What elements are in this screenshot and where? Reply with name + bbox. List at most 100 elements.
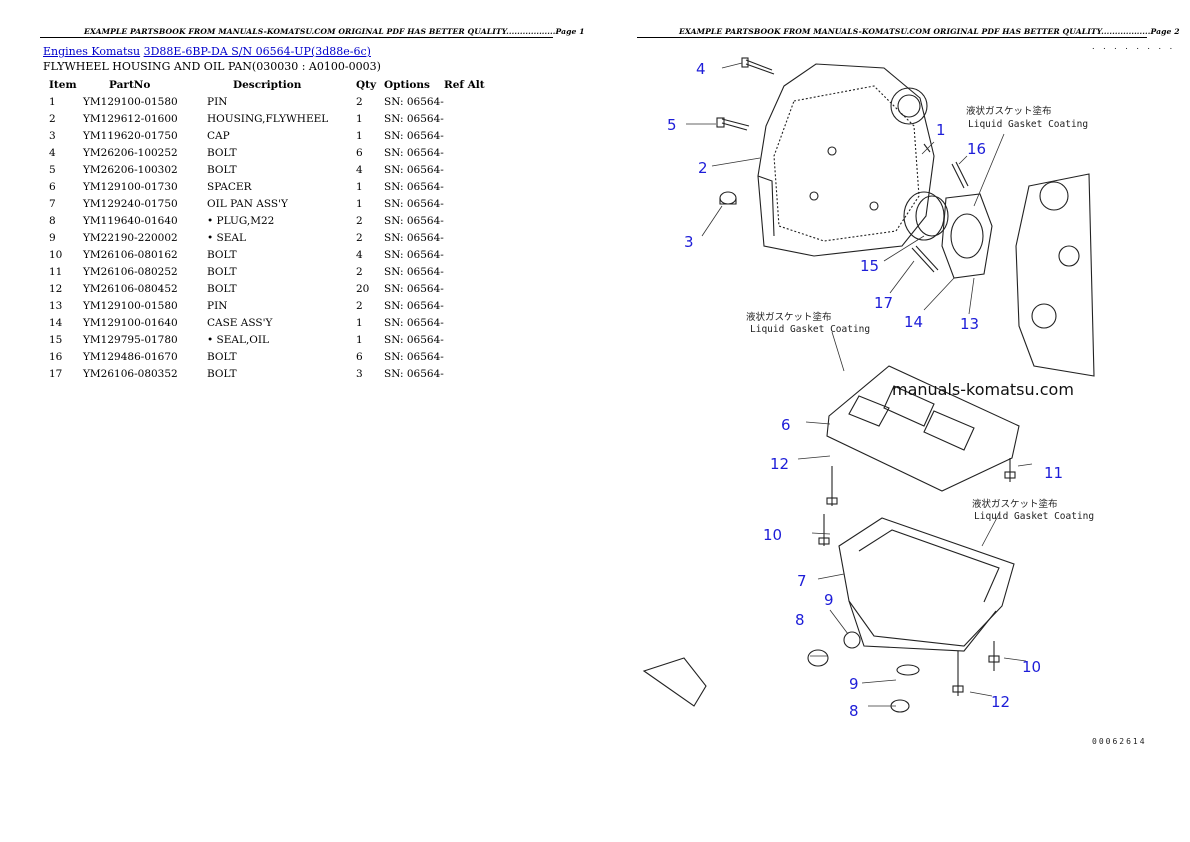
cell-item: 13 <box>49 300 63 312</box>
bolt-16-drawing <box>951 161 969 189</box>
cell-options: SN: 06564- <box>384 198 444 210</box>
cell-refalt <box>444 215 489 232</box>
cell-refalt <box>444 368 489 385</box>
cell-refalt <box>444 249 489 266</box>
header-description: Description <box>233 78 302 91</box>
header-refalt: Ref Alt <box>444 78 485 91</box>
cell-partno: YM129100-01580 <box>83 96 178 108</box>
cell-options: SN: 06564- <box>384 130 444 142</box>
cell-qty: 2 <box>356 266 363 278</box>
cell-options: SN: 06564- <box>384 334 444 346</box>
cell-options: SN: 06564- <box>384 317 444 329</box>
callout-8b: 8 <box>849 702 859 720</box>
callout-4: 4 <box>696 60 706 78</box>
breadcrumb-link-engines[interactable]: Engines Komatsu <box>43 45 141 58</box>
figure-number: 00062614 <box>1092 737 1147 746</box>
cell-refalt <box>444 232 489 249</box>
cell-qty: 3 <box>356 368 363 380</box>
jp-note-2: 液状ガスケット塗布 <box>746 311 832 323</box>
header-partno: PartNo <box>109 78 151 91</box>
cell-item: 16 <box>49 351 63 363</box>
cell-qty: 4 <box>356 164 363 176</box>
cell-options: SN: 06564- <box>384 181 444 193</box>
cell-description: OIL PAN ASS'Y <box>207 198 288 210</box>
cell-item: 12 <box>49 283 63 295</box>
cell-partno: YM26206-100302 <box>83 164 178 176</box>
callout-13: 13 <box>960 315 979 333</box>
cell-refalt <box>444 300 489 317</box>
callout-2: 2 <box>698 159 708 177</box>
callout-17: 17 <box>874 294 893 312</box>
cell-description: BOLT <box>207 368 237 380</box>
cell-options: SN: 06564- <box>384 300 444 312</box>
cell-options: SN: 06564- <box>384 283 444 295</box>
cell-item: 14 <box>49 317 63 329</box>
cell-qty: 1 <box>356 198 363 210</box>
callout-5: 5 <box>667 116 677 134</box>
callout-12a: 12 <box>770 455 789 473</box>
cell-qty: 6 <box>356 147 363 159</box>
callout-9b: 9 <box>849 675 859 693</box>
cell-partno: YM129612-01600 <box>83 113 178 125</box>
cell-partno: YM129240-01750 <box>83 198 178 210</box>
cell-description: • SEAL <box>207 232 246 244</box>
jp-note-3: 液状ガスケット塗布 <box>972 498 1058 510</box>
callout-6: 6 <box>781 416 791 434</box>
callout-16: 16 <box>967 140 986 158</box>
cell-partno: YM26106-080252 <box>83 266 178 278</box>
cell-qty: 6 <box>356 351 363 363</box>
page1-header: EXAMPLE PARTSBOOK FROM MANUALS-KOMATSU.C… <box>84 27 585 36</box>
cell-description: CASE ASS'Y <box>207 317 273 329</box>
cell-refalt <box>444 181 489 198</box>
cell-options: SN: 06564- <box>384 249 444 261</box>
cell-options: SN: 06564- <box>384 147 444 159</box>
flywheel-housing-drawing <box>757 63 935 257</box>
cell-refalt <box>444 96 489 113</box>
engine-block-drawing <box>1015 173 1095 377</box>
plug-drawing <box>807 649 829 667</box>
cell-qty: 1 <box>356 181 363 193</box>
cell-options: SN: 06564- <box>384 164 444 176</box>
callout-7: 7 <box>797 572 807 590</box>
cell-options: SN: 06564- <box>384 113 444 125</box>
cell-partno: YM26106-080162 <box>83 249 178 261</box>
cell-partno: YM119640-01640 <box>83 215 178 227</box>
oil-pan-drawing <box>838 517 1015 647</box>
cell-options: SN: 06564- <box>384 232 444 244</box>
header-item: Item <box>49 78 77 91</box>
breadcrumb: Engines Komatsu 3D88E-6BP-DA S/N 06564-U… <box>43 45 371 58</box>
seal-drawing <box>843 631 861 649</box>
cell-options: SN: 06564- <box>384 215 444 227</box>
cell-item: 8 <box>49 215 56 227</box>
en-note-1: Liquid Gasket Coating <box>968 119 1088 130</box>
callout-1: 1 <box>936 121 946 139</box>
callout-10b: 10 <box>1022 658 1041 676</box>
bolt-17-drawing <box>911 245 939 273</box>
cell-description: BOLT <box>207 147 237 159</box>
callout-12b: 12 <box>991 693 1010 711</box>
cell-options: SN: 06564- <box>384 351 444 363</box>
cell-partno: YM26206-100252 <box>83 147 178 159</box>
breadcrumb-link-model[interactable]: 3D88E-6BP-DA S/N 06564-UP(3d88e-6c) <box>143 45 371 58</box>
gasket-tube-drawing <box>642 657 707 707</box>
cell-qty: 2 <box>356 96 363 108</box>
section-title: FLYWHEEL HOUSING AND OIL PAN(030030 : A0… <box>43 60 381 73</box>
cell-qty: 2 <box>356 232 363 244</box>
cell-qty: 1 <box>356 317 363 329</box>
parts-table-header: Item PartNo Description Qty Options Ref … <box>43 77 489 96</box>
cell-description: SPACER <box>207 181 252 193</box>
cell-item: 10 <box>49 249 63 261</box>
cell-options: SN: 06564- <box>384 96 444 108</box>
cell-partno: YM129486-01670 <box>83 351 178 363</box>
cell-qty: 2 <box>356 300 363 312</box>
en-note-3: Liquid Gasket Coating <box>974 511 1094 522</box>
cell-description: • PLUG,M22 <box>207 215 275 227</box>
